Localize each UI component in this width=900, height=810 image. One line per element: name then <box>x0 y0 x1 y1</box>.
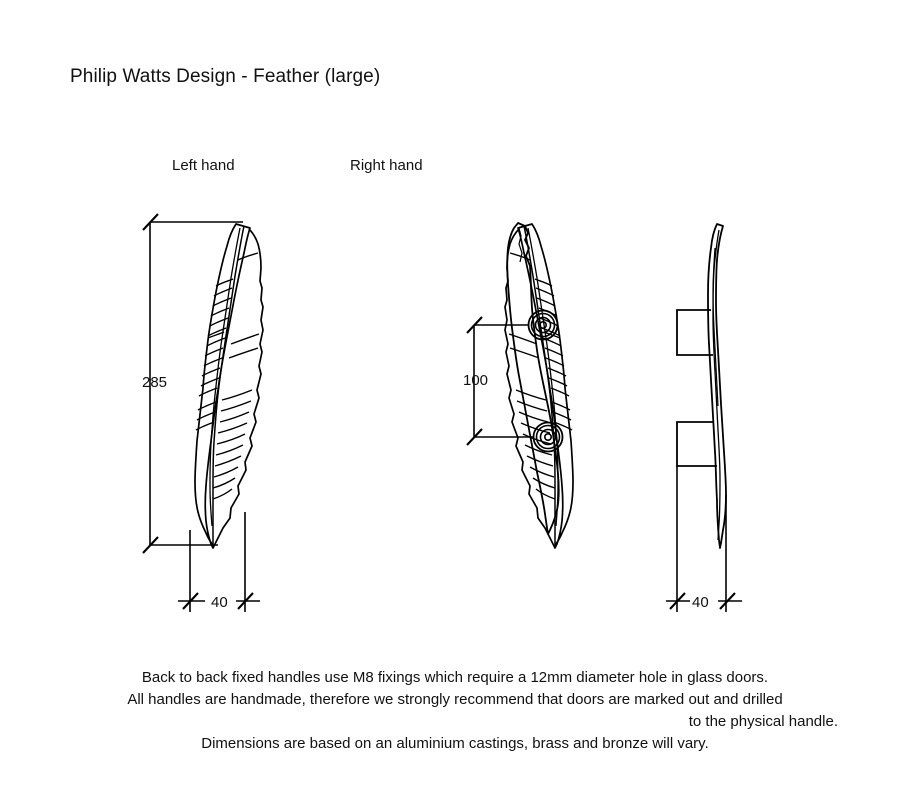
right-hand-feather-drawing <box>504 223 574 549</box>
left-feather-detail-lines <box>207 252 260 359</box>
view-label-right-hand: Right hand <box>350 157 423 174</box>
left-feather-rachis-2 <box>209 227 241 527</box>
dimension-label-width-side: 40 <box>692 594 709 611</box>
left-feather-barbs-left <box>195 278 234 431</box>
back-view-edge-detail <box>518 227 523 263</box>
dimension-40-front <box>178 512 260 612</box>
left-hand-feather-drawing <box>194 223 264 549</box>
note-line-2: All handles are handmade, therefore we s… <box>127 691 783 708</box>
page-title: Philip Watts Design - Feather (large) <box>70 66 381 87</box>
side-view-boss-upper <box>676 309 713 356</box>
dimension-label-width-front: 40 <box>211 594 228 611</box>
left-feather-outline <box>194 223 251 549</box>
dim-100-tick-top <box>466 316 483 334</box>
left-feather-vane-right <box>212 228 264 549</box>
side-view-drawing <box>676 223 727 549</box>
left-feather-barbs-right <box>212 389 253 500</box>
right-feather-detail-lines <box>508 252 561 359</box>
note-line-3: to the physical handle. <box>688 713 838 730</box>
dim-40a-tick-right <box>237 592 254 610</box>
side-view-boss-lower <box>676 421 717 467</box>
right-feather-rachis <box>523 225 556 548</box>
dim-285-tick-top <box>142 213 159 231</box>
dim-40b-tick-left <box>669 592 686 610</box>
note-line-4: Dimensions are based on an aluminium cas… <box>201 735 709 752</box>
back-view-outline <box>506 222 560 535</box>
notes-block: Back to back fixed handles use M8 fixing… <box>60 667 850 755</box>
dim-40a-tick-left <box>182 592 199 610</box>
note-line-1: Back to back fixed handles use M8 fixing… <box>141 669 769 686</box>
fixing-lower <box>532 421 564 453</box>
dimension-label-height: 285 <box>142 374 168 391</box>
dim-285-tick-bottom <box>142 536 159 554</box>
right-feather-outline <box>517 223 574 549</box>
dimension-label-fixing-centres: 100 <box>463 372 489 389</box>
side-view-inner-line-2 <box>712 247 719 407</box>
side-view-profile-outline <box>707 223 727 549</box>
view-label-left-hand: Left hand <box>172 157 235 174</box>
dimension-100 <box>466 316 534 446</box>
dimension-40-side <box>666 466 742 612</box>
dimension-285 <box>142 213 243 554</box>
dim-40b-tick-right <box>719 592 736 610</box>
right-feather-vane <box>504 228 556 549</box>
dim-100-tick-bottom <box>466 428 483 446</box>
left-feather-rachis <box>212 225 245 548</box>
